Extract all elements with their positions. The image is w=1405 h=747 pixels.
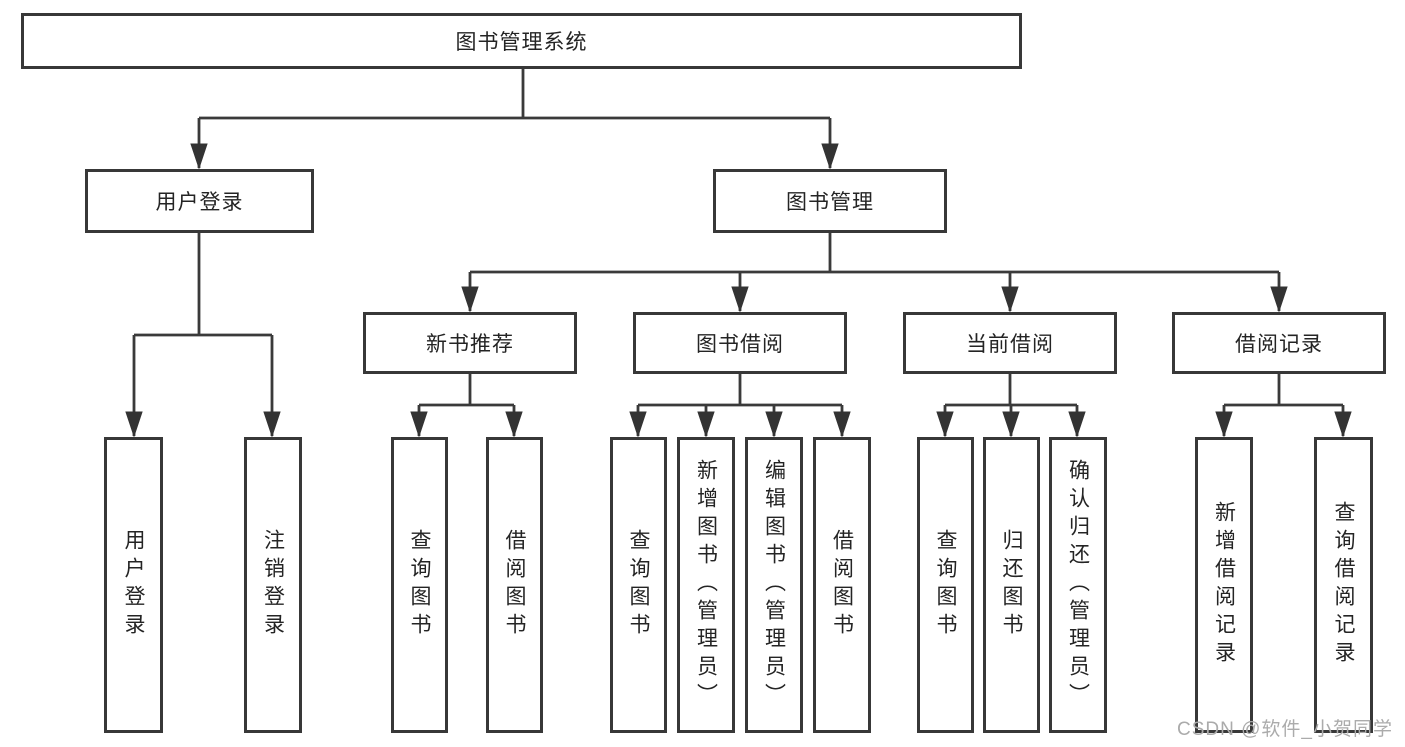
node-leaf-borrow-book-1: 借阅图书 <box>486 437 543 733</box>
node-leaf-query-book-1: 查询图书 <box>391 437 448 733</box>
node-new-book-rec: 新书推荐 <box>363 312 577 374</box>
node-leaf-borrow-book-2: 借阅图书 <box>813 437 871 733</box>
node-borrow-records: 借阅记录 <box>1172 312 1386 374</box>
node-leaf-add-record: 新增借阅记录 <box>1195 437 1253 733</box>
node-leaf-logout-label: 注销登录 <box>261 529 285 641</box>
node-root: 图书管理系统 <box>21 13 1022 69</box>
node-leaf-query-record-label: 查询借阅记录 <box>1332 501 1355 669</box>
node-leaf-add-record-label: 新增借阅记录 <box>1212 501 1236 669</box>
node-leaf-return-book-label: 归还图书 <box>1000 529 1023 641</box>
node-leaf-query-book-3-label: 查询图书 <box>934 529 957 641</box>
node-current-borrow-label: 当前借阅 <box>966 333 1054 356</box>
node-leaf-user-login-label: 用户登录 <box>122 529 145 641</box>
node-leaf-query-record: 查询借阅记录 <box>1314 437 1373 733</box>
node-leaf-edit-book: 编辑图书（管理员） <box>745 437 803 733</box>
node-leaf-return-book: 归还图书 <box>983 437 1040 733</box>
node-leaf-user-login: 用户登录 <box>104 437 163 733</box>
watermark: CSDN @软件_小贺同学 <box>1177 719 1393 740</box>
node-book-mgmt-label: 图书管理 <box>786 191 874 214</box>
node-borrow-records-label: 借阅记录 <box>1235 333 1323 356</box>
node-current-borrow: 当前借阅 <box>903 312 1117 374</box>
edge-borrow-records-trunk <box>1224 374 1343 407</box>
node-leaf-logout: 注销登录 <box>244 437 302 733</box>
node-leaf-query-book-1-label: 查询图书 <box>408 529 431 641</box>
node-book-mgmt: 图书管理 <box>713 169 947 233</box>
node-leaf-confirm-return: 确认归还（管理员） <box>1049 437 1107 733</box>
node-leaf-query-book-2-label: 查询图书 <box>627 529 650 641</box>
edge-book-mgmt-trunk <box>470 233 1279 274</box>
node-user-login-label: 用户登录 <box>155 191 244 214</box>
node-leaf-edit-book-label: 编辑图书（管理员） <box>762 459 786 711</box>
node-book-borrow: 图书借阅 <box>633 312 847 374</box>
node-leaf-query-book-3: 查询图书 <box>917 437 974 733</box>
node-new-book-rec-label: 新书推荐 <box>426 333 514 356</box>
node-leaf-add-book: 新增图书（管理员） <box>677 437 735 733</box>
node-leaf-add-book-label: 新增图书（管理员） <box>694 459 718 711</box>
node-user-login: 用户登录 <box>85 169 314 233</box>
edge-user-login-trunk <box>134 233 272 337</box>
edge-current-borrow-trunk <box>945 374 1077 407</box>
node-leaf-borrow-book-1-label: 借阅图书 <box>503 529 526 641</box>
node-leaf-query-book-2: 查询图书 <box>610 437 667 733</box>
node-leaf-borrow-book-2-label: 借阅图书 <box>830 529 854 641</box>
edge-root-trunk <box>199 69 830 120</box>
node-book-borrow-label: 图书借阅 <box>696 333 784 356</box>
node-root-label: 图书管理系统 <box>455 31 588 54</box>
node-leaf-confirm-return-label: 确认归还（管理员） <box>1066 459 1090 711</box>
edge-new-book-rec-trunk <box>419 374 514 407</box>
edge-book-borrow-trunk <box>638 374 842 407</box>
